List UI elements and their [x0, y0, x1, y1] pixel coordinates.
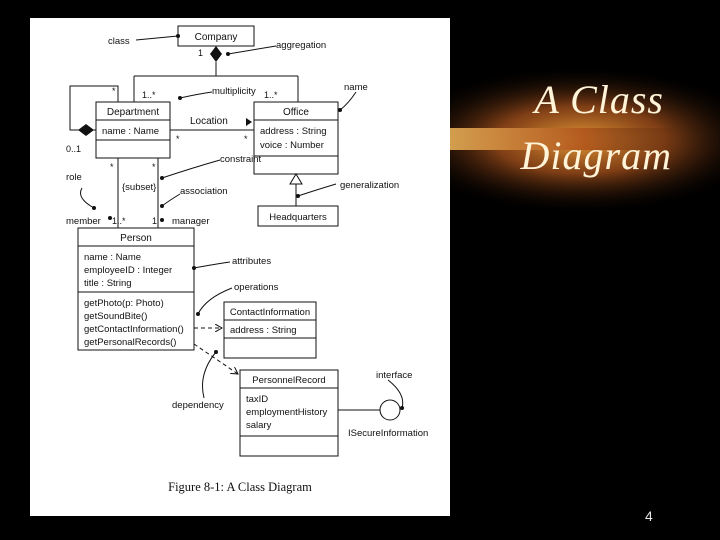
callout-association: association	[180, 186, 228, 197]
callout-dependency: dependency	[172, 400, 224, 411]
mult-office-location: *	[244, 134, 248, 144]
callout-constraint: constraint	[220, 154, 262, 165]
department-attr-1: name : Name	[102, 126, 159, 137]
mult-company-dept: 1..*	[142, 90, 156, 100]
association-location-label: Location	[190, 116, 228, 127]
slide-page-number: 4	[645, 508, 653, 524]
slide-title-line-2: Diagram	[520, 133, 672, 178]
mult-dept-self-bottom: 0..1	[66, 144, 81, 154]
personnel-record-class	[239, 369, 339, 457]
contact-information-attr-1: address : String	[230, 325, 297, 336]
mult-dept-self-top: *	[112, 86, 116, 96]
figure-caption: Figure 8-1: A Class Diagram	[168, 480, 312, 494]
role-manager-label: manager	[172, 216, 210, 227]
person-class	[77, 227, 195, 351]
slide-title: A Class Diagram	[448, 72, 720, 192]
callout-name: name	[344, 82, 368, 93]
callout-role: role	[66, 172, 82, 183]
callout-multiplicity: multiplicity	[212, 86, 256, 97]
personnel-record-attr-2: employmentHistory	[246, 407, 328, 418]
person-attr-1: name : Name	[84, 252, 141, 263]
office-attr-1: address : String	[260, 126, 327, 137]
mult-person-member: 1..*	[112, 216, 126, 226]
contact-information-name: ContactInformation	[230, 307, 310, 318]
generalization-triangle	[289, 173, 303, 185]
person-attr-3: title : String	[84, 278, 132, 289]
person-op-3: getContactInformation()	[84, 324, 184, 335]
department-name: Department	[107, 107, 159, 118]
mult-company-office: 1..*	[264, 90, 278, 100]
person-op-4: getPersonalRecords()	[84, 337, 176, 348]
person-name: Person	[120, 233, 152, 244]
location-arrowhead	[246, 118, 252, 126]
mult-dept-manager: *	[152, 162, 156, 172]
office-name: Office	[283, 107, 309, 118]
personnel-record-attr-1: taxID	[246, 394, 268, 405]
personnel-record-attr-3: salary	[246, 420, 272, 431]
constraint-subset-label: {subset}	[122, 182, 156, 193]
self-aggregation-diamond	[78, 124, 94, 136]
headquarters-name: Headquarters	[269, 212, 327, 223]
company-name: Company	[195, 32, 238, 43]
person-op-2: getSoundBite()	[84, 311, 147, 322]
callout-operations: operations	[234, 282, 279, 293]
class-diagram: Company Department name : Name Office ad…	[66, 25, 428, 457]
callout-attributes: attributes	[232, 256, 271, 267]
department-class	[95, 101, 171, 159]
mult-company-whole: 1	[198, 48, 203, 58]
aggregation-diamond	[210, 46, 222, 62]
headquarters-class	[257, 205, 339, 227]
scanned-figure: Company Department name : Name Office ad…	[30, 18, 450, 516]
contact-information-class	[223, 301, 317, 359]
office-class	[253, 101, 339, 175]
callout-class: class	[108, 36, 130, 47]
role-member-label: member	[66, 216, 101, 227]
person-op-1: getPhoto(p: Photo)	[84, 298, 164, 309]
mult-dept-member: *	[110, 162, 114, 172]
callout-aggregation: aggregation	[276, 40, 326, 51]
mult-person-manager: 1	[152, 216, 157, 226]
interface-name: ISecureInformation	[348, 428, 428, 439]
callout-interface: interface	[376, 370, 412, 381]
office-attr-2: voice : Number	[260, 140, 324, 151]
person-attr-2: employeeID : Integer	[84, 265, 172, 276]
interface-lollipop	[379, 399, 401, 421]
personnel-record-name: PersonnelRecord	[252, 375, 325, 386]
slide-title-line-1: A Class	[534, 77, 664, 122]
callout-generalization: generalization	[340, 180, 399, 191]
mult-dept-location: *	[176, 134, 180, 144]
